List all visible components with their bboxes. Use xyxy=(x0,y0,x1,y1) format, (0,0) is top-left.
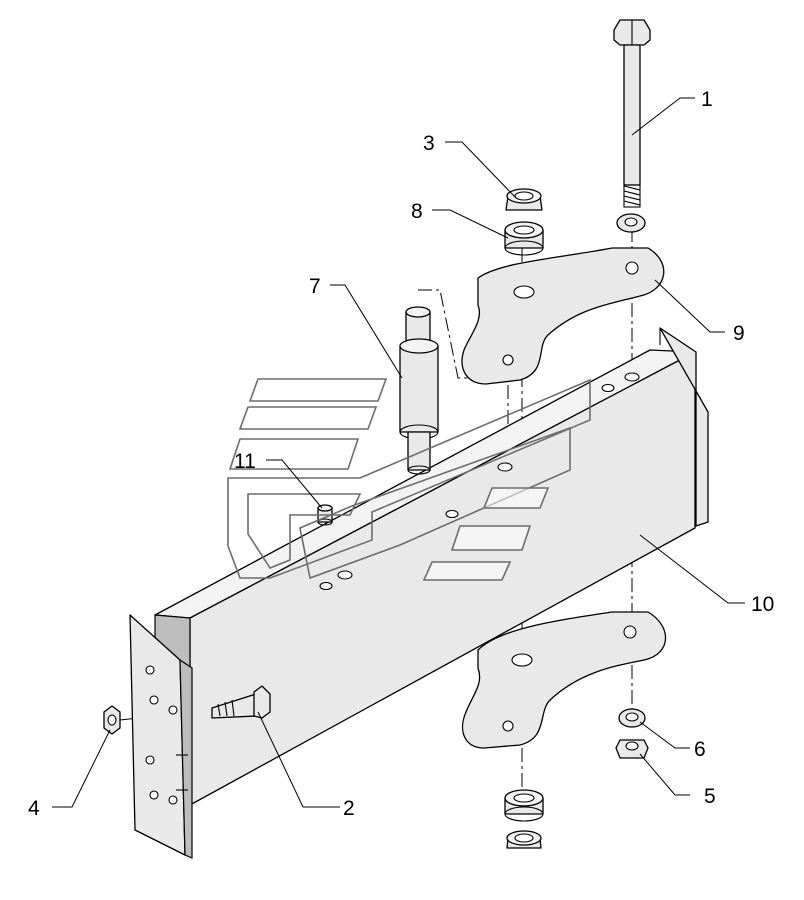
callout-3: 3 xyxy=(423,132,435,155)
washer-top xyxy=(616,213,646,233)
callout-1: 1 xyxy=(701,88,713,111)
part-4-nut xyxy=(103,705,121,735)
callout-4: 4 xyxy=(28,797,40,820)
part-9-upper-bracket xyxy=(461,247,665,385)
part-7-pivot-pin xyxy=(399,306,439,475)
part-5-nut xyxy=(615,739,649,759)
part-9-lower-bracket xyxy=(461,611,667,749)
lower-bushing xyxy=(504,789,544,822)
part-2-bolt xyxy=(211,685,271,719)
callout-2: 2 xyxy=(343,797,355,820)
callout-5: 5 xyxy=(704,785,716,808)
part-8-bushing xyxy=(504,221,544,256)
part-3-nut xyxy=(505,188,543,211)
callout-10: 10 xyxy=(751,593,774,616)
callout-7: 7 xyxy=(309,275,321,298)
callout-9: 9 xyxy=(733,322,745,345)
lower-nut xyxy=(506,830,542,849)
watermark-logo xyxy=(227,378,591,581)
callout-8: 8 xyxy=(411,200,423,223)
bolt-thread xyxy=(623,184,641,208)
part-1-bolt xyxy=(613,19,651,208)
callout-11: 11 xyxy=(234,450,256,473)
part-6-washer xyxy=(618,708,646,728)
leader-lines xyxy=(52,97,745,808)
callout-labels: 1 2 3 4 5 6 7 8 9 10 11 xyxy=(28,88,774,820)
callout-6: 6 xyxy=(694,738,706,761)
